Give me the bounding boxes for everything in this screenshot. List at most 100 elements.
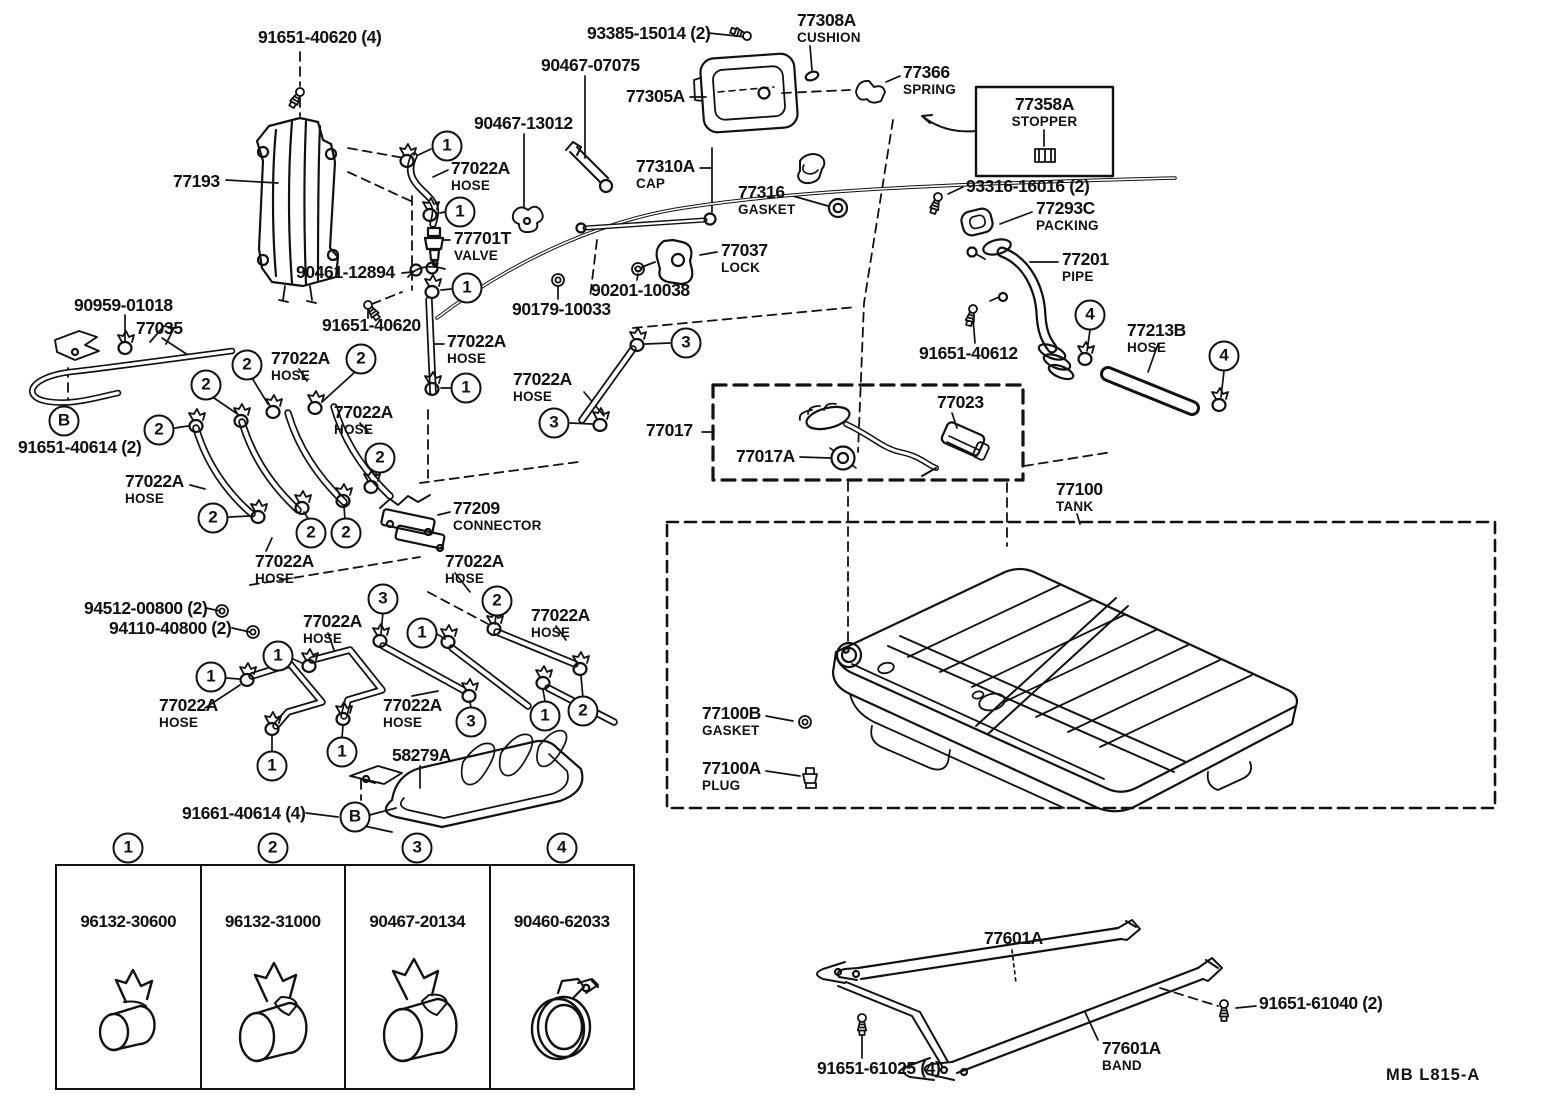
- label-93316-16016: 93316-16016 (2): [966, 176, 1090, 196]
- tank-band-77601A-upper: [816, 919, 1141, 1067]
- label-91651-40614: 91651-40614 (2): [18, 437, 142, 457]
- label-77017: 77017: [646, 420, 693, 440]
- clamp-medium-icon: [238, 961, 308, 1063]
- drain-plug-77100A: [802, 767, 818, 789]
- clamp-callout-2: 2: [295, 517, 327, 549]
- label-91651-61025: 91651-61025 (4): [817, 1058, 941, 1078]
- clamp-callout-1: 1: [444, 196, 476, 228]
- cap-gasket-77316: [827, 197, 849, 219]
- spring-77366: [855, 80, 886, 104]
- clamp-small-icon: [99, 968, 156, 1052]
- label-77035: 77035: [136, 318, 183, 338]
- clamp-callout-3: 3: [367, 583, 399, 615]
- label-90461-12894: 90461-12894: [296, 262, 395, 282]
- label-94512-00800: 94512-00800 (2): [84, 598, 208, 618]
- packing-77293C: [960, 207, 994, 237]
- double-clamp-90467-13012: [511, 205, 544, 234]
- tube-joint-90461-12894: [407, 261, 446, 278]
- legend-part-number: 96132-31000: [224, 912, 321, 931]
- label-77601A: 77601A: [984, 928, 1043, 948]
- label-91651-61040: 91651-61040 (2): [1259, 993, 1383, 1013]
- release-lever-90467-07075: [565, 141, 614, 194]
- legend-cell-4: 4 90460-62033: [491, 832, 634, 1088]
- clamp-callout-2: 2: [481, 585, 513, 617]
- legend-part-number: 90467-20134: [369, 912, 466, 931]
- clamp-callout-2: 2: [364, 442, 396, 474]
- stopper-77358A-glyph: [1034, 148, 1056, 163]
- clamp-callout-3: 3: [538, 407, 570, 439]
- label-77017A: 77017A: [736, 446, 795, 466]
- legend-part-number: 96132-30600: [80, 912, 177, 931]
- filler-pipe-77201: [966, 238, 1075, 381]
- vapor-hoses-top: [406, 152, 637, 424]
- diagram-code: MB L815-A: [1386, 1066, 1481, 1084]
- clamp-callout-2: 2: [197, 502, 229, 534]
- separator-77193: [255, 116, 340, 304]
- bolt-callout-B: B: [48, 405, 80, 437]
- clamp-callout-2: 2: [330, 517, 362, 549]
- clamp-legend-table: 1 96132-30600 2 96132-31000 3 90467-2013…: [55, 832, 635, 1090]
- fuel-pump-77023: [940, 421, 990, 461]
- legend-callout-3: 3: [401, 832, 433, 864]
- clamp-callout-2: 2: [567, 695, 599, 727]
- label-58279A: 58279A: [392, 745, 451, 765]
- legend-cell-2: 2 96132-31000: [202, 832, 346, 1088]
- fuel-sender-gauge-77017: [798, 402, 939, 477]
- vapor-tube-77035: [29, 325, 236, 406]
- tank-group-box: [665, 520, 1497, 810]
- label-90467-07075: 90467-07075: [541, 55, 640, 75]
- clamp-callout-1: 1: [195, 661, 227, 693]
- leader-lines: [124, 32, 1257, 1059]
- clamp-callout-2: 2: [143, 414, 175, 446]
- legend-cell-3: 3 90467-20134: [346, 832, 491, 1088]
- fuel-cap-77310A: [797, 153, 826, 185]
- bolt-callout-B: B: [339, 801, 371, 833]
- legend-callout-4: 4: [546, 832, 578, 864]
- clamp-callout-2: 2: [345, 343, 377, 375]
- label-77193: 77193: [173, 171, 220, 191]
- stopper-pointer-curve: [921, 114, 977, 133]
- label-93385-15014: 93385-15014 (2): [587, 23, 711, 43]
- fuel-tank-77100: [831, 567, 1299, 813]
- label-77023: 77023: [937, 392, 984, 412]
- sender-gasket-77017A: [829, 445, 857, 471]
- fuel-check-valve-77701T: [423, 226, 445, 267]
- label-91651-40620: 91651-40620: [322, 315, 421, 335]
- clamp-callout-4: 4: [1074, 299, 1106, 331]
- clamp-callout-2: 2: [190, 369, 222, 401]
- tank-protector-58279A: [349, 729, 584, 833]
- clamp-callout-1: 1: [256, 750, 288, 782]
- fuel-lid-lock-77037: [634, 238, 694, 286]
- label-90201-10038: 90201-10038: [591, 280, 690, 300]
- legend-part-number: 90460-62033: [513, 912, 610, 931]
- body-panel-cut-line-inner: [436, 177, 1176, 319]
- fuel-door-bezel-77305A: [693, 52, 799, 134]
- tank-band-77601A-lower: [902, 957, 1223, 1081]
- label-91651-40612: 91651-40612: [919, 343, 1018, 363]
- cap-release-cable: [575, 212, 717, 234]
